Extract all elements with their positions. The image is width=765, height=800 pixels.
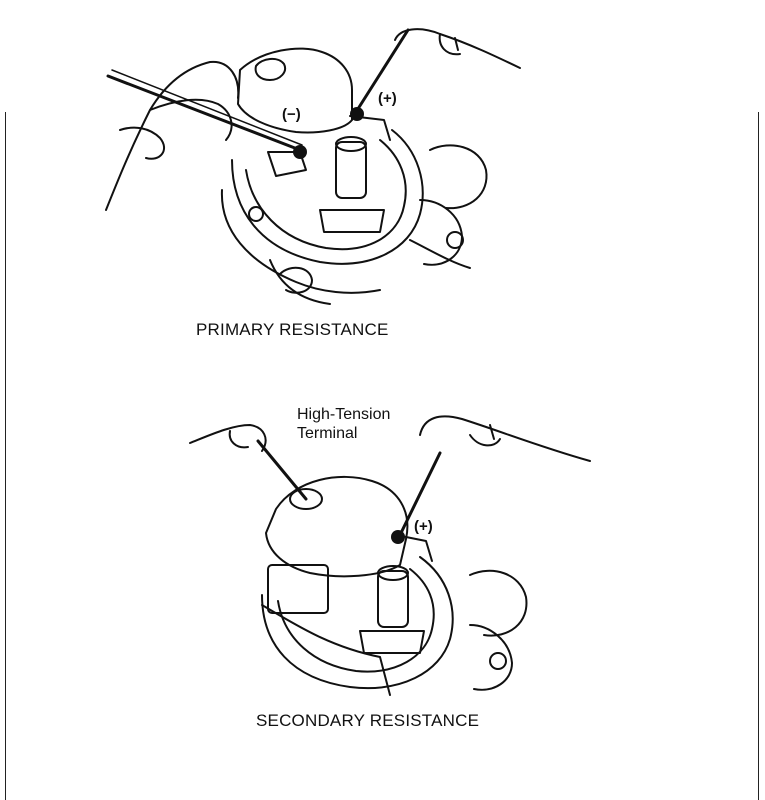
left-hand-fingers — [149, 98, 233, 141]
positive-terminal-label-secondary: (+) — [414, 518, 433, 535]
rotor-shaft-secondary — [377, 570, 409, 628]
positive-terminal-contact-secondary — [391, 530, 405, 544]
positive-terminal-lead-secondary — [395, 534, 433, 562]
rotor-shaft-top-secondary — [377, 565, 409, 581]
positive-terminal-contact — [350, 107, 364, 121]
positive-terminal-label-primary: (+) — [378, 90, 397, 107]
right-hand-fingers — [438, 33, 461, 56]
housing-base-flange — [220, 189, 381, 294]
side-bolt — [446, 231, 464, 249]
left-test-probe — [106, 74, 302, 152]
vacuum-advance-unit-secondary — [469, 569, 528, 637]
high-tension-terminal-label: High-Tension Terminal — [297, 405, 390, 443]
housing-outer-ring-secondary — [261, 556, 454, 689]
lower-mount-hole — [279, 266, 313, 294]
coil-body — [267, 564, 329, 614]
right-hand-outline-secondary — [419, 415, 591, 462]
primary-resistance-figure: (−) (+) PRIMARY RESISTANCE — [0, 0, 765, 339]
rotor-base — [319, 209, 385, 233]
high-tension-label-line1: High-Tension — [297, 406, 391, 423]
primary-resistance-caption: PRIMARY RESISTANCE — [196, 320, 389, 339]
left-hand-outline-secondary — [189, 424, 267, 452]
left-bolt — [248, 206, 264, 222]
left-hand-outline — [105, 60, 240, 211]
right-test-probe — [354, 28, 410, 114]
high-tension-socket — [289, 488, 323, 510]
housing-inner-ring — [245, 139, 407, 251]
high-tension-label-line2: Terminal — [297, 425, 358, 442]
coil-cap — [237, 47, 353, 134]
primary-ignition-coil-illustration — [105, 28, 521, 305]
frame-left-edge — [5, 112, 6, 800]
frame-right-edge — [758, 112, 759, 800]
vacuum-advance-unit — [429, 144, 488, 210]
secondary-ignition-coil-illustration — [189, 415, 591, 696]
rotor-base-secondary — [359, 630, 425, 654]
right-hand-fingers-secondary — [469, 424, 501, 447]
left-hand-knuckle — [119, 126, 165, 160]
coil-cap-secondary — [265, 475, 409, 578]
housing-inner-ring-secondary — [277, 568, 435, 673]
left-test-probe-edge — [111, 69, 303, 146]
housing-mount-lines — [269, 239, 471, 305]
housing-outer-ring — [231, 129, 424, 265]
rotor-shaft — [335, 141, 367, 199]
secondary-resistance-caption: SECONDARY RESISTANCE — [256, 711, 480, 730]
left-hand-fingers-secondary — [228, 430, 249, 449]
side-bolt-secondary — [489, 652, 507, 670]
negative-terminal-label: (−) — [282, 106, 301, 123]
side-bracket-secondary — [469, 624, 513, 691]
negative-terminal-block — [267, 151, 307, 177]
negative-terminal-contact — [293, 145, 307, 159]
rotor-shaft-top — [335, 136, 367, 152]
coil-high-tension-socket — [254, 58, 286, 81]
secondary-resistance-figure: High-Tension Terminal (+) SECONDARY RESI… — [0, 395, 765, 730]
